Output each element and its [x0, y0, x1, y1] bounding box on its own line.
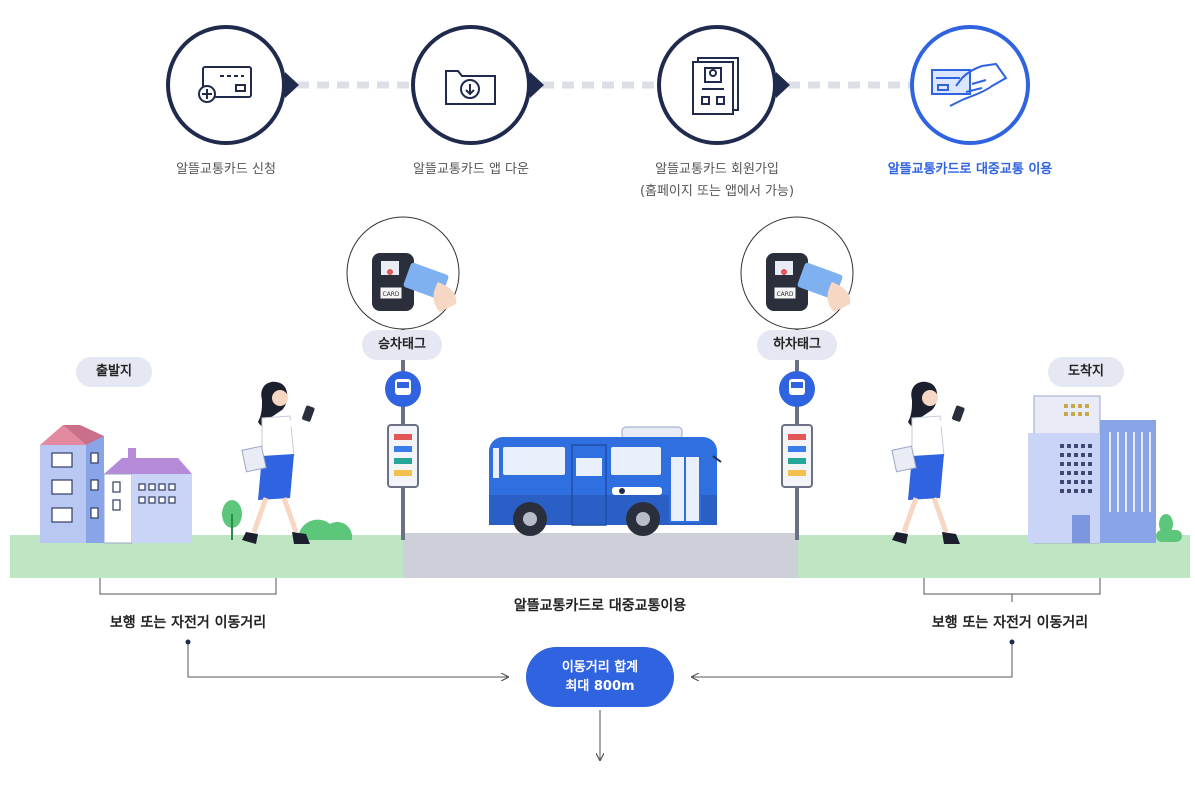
step-3-sublabel: (홈페이지 또는 앱에서 가능): [639, 184, 795, 199]
svg-text:CARD: CARD: [776, 291, 793, 298]
step-2-label: 알뜰교통카드 앱 다운: [413, 162, 529, 177]
destination-buildings: [1028, 395, 1182, 544]
total-line-1: 이동거리 합계: [561, 660, 639, 675]
origin-pill: 출발지: [76, 357, 152, 387]
hand-card-icon: [931, 62, 1008, 107]
distance-brackets: [99, 578, 1101, 602]
road: [403, 533, 798, 578]
step-4-label: 알뜰교통카드로 대중교통 이용: [887, 162, 1053, 177]
folder-download-icon: [445, 70, 496, 105]
bus-stop-right: CARD: [740, 216, 854, 540]
flow-arrows: [185, 639, 1015, 761]
total-distance-badge: 이동거리 합계 최대 800m: [526, 647, 674, 707]
step-2-circle: [411, 25, 531, 145]
right-distance-label: 보행 또는 자전거 이동거리: [931, 615, 1089, 631]
pedestrian-left: [241, 381, 315, 544]
bus-stop-left: CARD: [346, 216, 460, 540]
board-tag-pill: 승차태그: [362, 330, 442, 360]
origin-buildings: [40, 425, 242, 544]
card-add-icon: [198, 66, 252, 103]
step-4-circle: [910, 25, 1030, 145]
left-distance-label: 보행 또는 자전거 이동거리: [109, 615, 267, 631]
document-profile-icon: [692, 57, 739, 115]
transit-label: 알뜰교통카드로 대중교통이용: [513, 598, 687, 614]
step-1-circle: [166, 25, 286, 145]
shrub-left: [298, 519, 353, 540]
alight-tag-pill: 하차태그: [757, 330, 837, 360]
bus: [489, 426, 722, 536]
step-3-label: 알뜰교통카드 회원가입: [655, 162, 779, 177]
step-3-circle: [657, 25, 777, 145]
pedestrian-right: [891, 381, 965, 544]
step-1-label: 알뜰교통카드 신청: [176, 162, 276, 177]
total-line-2: 최대 800m: [565, 679, 635, 694]
destination-pill: 도착지: [1048, 357, 1124, 387]
svg-text:CARD: CARD: [382, 291, 399, 298]
step-connectors: [285, 72, 910, 98]
